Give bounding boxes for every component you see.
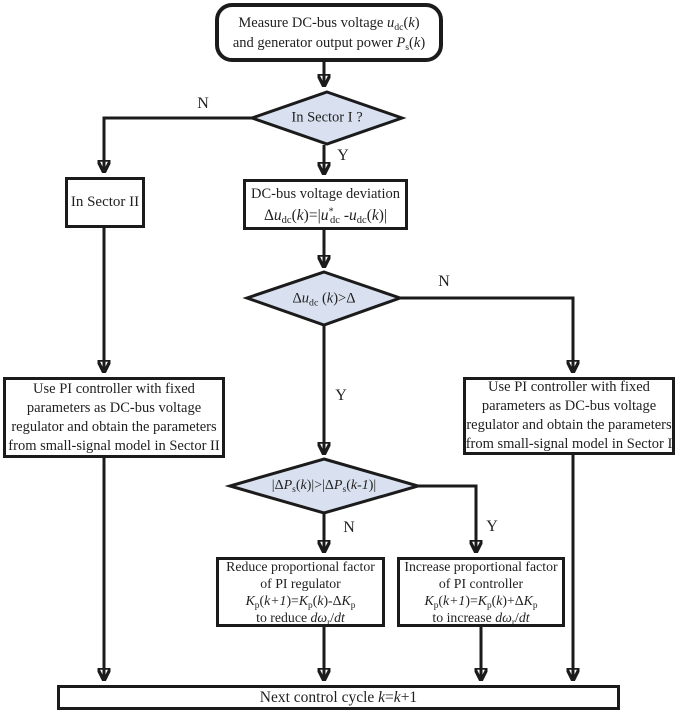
reduce-line2: of PI regulator [260, 576, 341, 591]
reduce-line1: Reduce proportional factor [226, 559, 375, 574]
pi-sector2-node: Use PI controller with fixed parameters … [3, 377, 225, 458]
increase-line2: of PI controller [438, 576, 524, 591]
pi-sector2-line4: from small-signal model in Sector II [8, 437, 220, 454]
pi-sector2-line2: parameters as DC-bus voltage [26, 399, 202, 416]
sector2-node: In Sector II [65, 177, 145, 228]
start-node-line2: and generator output power Ps(k) [232, 34, 426, 53]
power-no-label: N [343, 519, 355, 536]
increase-node: Increase proportional factor of PI contr… [397, 557, 565, 628]
sector-check-diamond [247, 90, 407, 146]
deviation-yes-label: Y [335, 387, 347, 404]
pi-sector1-line2: parameters as DC-bus voltage [481, 398, 657, 414]
pi-sector2-line3: regulator and obtain the parameters [11, 418, 217, 435]
reduce-line4: to reduce dωr/dt [256, 610, 345, 628]
deviation-node: DC-bus voltage deviation Δudc(k)=|u*dc -… [243, 179, 408, 230]
edge-sector-check-no [104, 116, 252, 171]
start-node-line1: Measure DC-bus voltage udc(k) [238, 14, 420, 33]
increase-line1: Increase proportional factor [404, 559, 558, 574]
next-cycle-node: Next control cycle k=k+1 [57, 685, 620, 710]
power-check-diamond [224, 457, 424, 515]
next-cycle-label: Next control cycle k=k+1 [259, 689, 418, 706]
edge-deviation-check-no [400, 296, 573, 371]
power-yes-label: Y [486, 518, 498, 535]
deviation-check-diamond [242, 270, 405, 327]
pi-sector1-line4: from small-signal model in Sector I [465, 436, 673, 452]
deviation-check-label: Δudc (k)>Δ [292, 290, 356, 309]
increase-line3: Kp(k+1)=Kp(k)+ΔKp [424, 593, 538, 611]
reduce-line3: Kp(k+1)=Kp(k)-ΔKp [245, 593, 356, 611]
deviation-no-label: N [438, 273, 450, 290]
pi-sector2-line1: Use PI controller with fixed [33, 380, 195, 397]
reduce-node: Reduce proportional factor of PI regulat… [216, 557, 385, 628]
sector2-label: In Sector II [70, 194, 140, 210]
sector-no-label: N [197, 95, 209, 112]
deviation-line2: Δudc(k)=|u*dc -udc(k)| [263, 206, 388, 226]
deviation-line1: DC-bus voltage deviation [250, 185, 400, 202]
pi-sector1-line3: regulator and obtain the parameters [466, 417, 672, 433]
increase-line4: to increase dωr/dt [432, 610, 530, 628]
start-node: Measure DC-bus voltage udc(k) and genera… [215, 3, 443, 62]
power-check-label: |ΔPs(k)|>|ΔPs(k-1)| [271, 478, 377, 495]
pi-sector1-line1: Use PI controller with fixed [488, 379, 650, 395]
edge-power-check-yes [418, 484, 476, 551]
sector-check-label: In Sector I ? [291, 109, 363, 126]
sector-yes-label: Y [337, 147, 349, 164]
pi-sector1-node: Use PI controller with fixed parameters … [463, 377, 675, 455]
